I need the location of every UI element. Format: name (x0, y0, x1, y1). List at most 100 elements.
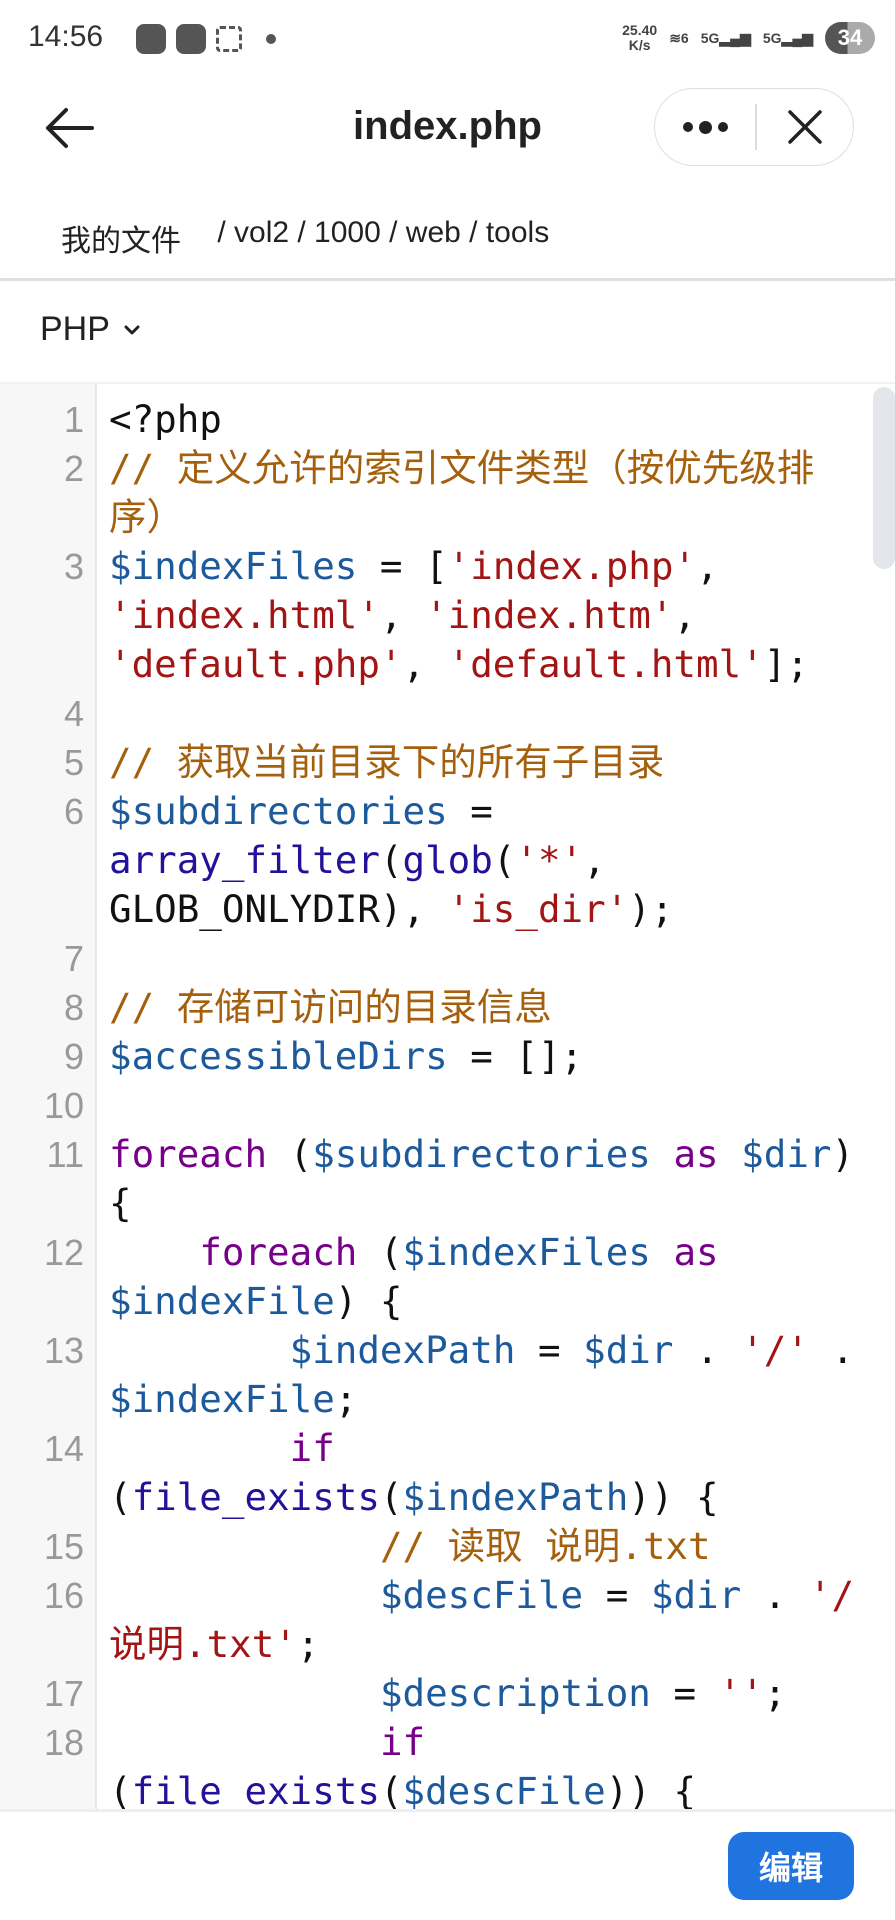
code-token: ; (334, 1377, 358, 1421)
more-button[interactable] (655, 89, 755, 165)
capsule-divider (755, 104, 757, 150)
code-token: $dir (650, 1573, 742, 1617)
code-token: '/' (741, 1328, 809, 1372)
code-token: $dir (583, 1328, 674, 1372)
signal-sim1-icon: 5G▂▄▆ (700, 29, 751, 46)
code-token: ( (379, 838, 403, 882)
code-line: 13 $indexPath = $dir . '/' . $indexFile; (0, 1326, 870, 1424)
battery-icon: 34 (825, 22, 875, 54)
screenshot-notification-icon (216, 26, 242, 52)
breadcrumb-root[interactable]: 我的文件 (61, 225, 181, 258)
line-number: 10 (43, 1085, 84, 1126)
line-number: 7 (63, 938, 84, 979)
code-token: 'index.html' (109, 593, 380, 637)
network-speed-value: 25.40 (622, 22, 658, 38)
code-token: $subdirectories (109, 789, 448, 833)
wifi-icon: ≋6 (669, 29, 689, 46)
code-token: $indexPath (402, 1475, 629, 1519)
breadcrumb-item[interactable]: / web (380, 216, 461, 249)
code-token: ; (763, 1671, 787, 1715)
breadcrumb-item[interactable]: / vol2 (209, 216, 290, 249)
line-number: 11 (46, 1134, 84, 1175)
code-line: 16 $descFile = $dir . '/说明.txt'; (0, 1571, 870, 1669)
code-token: . (741, 1573, 809, 1617)
code-line: 3$indexFiles = ['index.php', 'index.html… (0, 542, 870, 689)
code-line: 6$subdirectories = array_filter(glob('*'… (0, 787, 870, 934)
chevron-down-icon (124, 325, 140, 334)
wifi-label: 6 (680, 29, 689, 46)
code-token: $descFile (379, 1573, 584, 1617)
code-token: $indexFile (109, 1377, 335, 1421)
network-speed-unit: K/s (628, 37, 651, 53)
close-icon (788, 110, 822, 144)
code-token: if (289, 1426, 335, 1470)
app-notification-icon (176, 24, 206, 54)
close-button[interactable] (757, 89, 854, 165)
code-token: ; (296, 1622, 320, 1666)
line-number: 15 (43, 1526, 84, 1567)
language-value: PHP (40, 310, 110, 348)
code-token: ( (109, 1426, 358, 1519)
code-token: // 定义允许的索引文件类型（按优先级排序） (109, 446, 815, 539)
code-token: )) { (628, 1475, 719, 1519)
line-number: 13 (43, 1330, 84, 1371)
code-token: '' (718, 1671, 764, 1715)
code-line: 4 (0, 689, 870, 738)
code-token: ( (379, 1475, 403, 1519)
code-token: '/说明.txt' (109, 1573, 855, 1666)
breadcrumb-item[interactable]: / 1000 (289, 216, 381, 249)
code-line: 7 (0, 934, 870, 983)
code-token: = (447, 789, 516, 833)
code-token: = (650, 1671, 719, 1715)
code-token: ) { (334, 1279, 403, 1323)
line-number: 9 (63, 1036, 84, 1077)
code-token: file_exists (131, 1769, 380, 1809)
edit-button[interactable]: 编辑 (728, 1832, 854, 1900)
code-token: array_filter (109, 838, 380, 882)
code-line: 10 (0, 1081, 870, 1130)
code-line: 18 if (file_exists($descFile)) { (0, 1718, 870, 1809)
code-token: ( (379, 1769, 403, 1809)
code-token: 'index.php' (447, 544, 697, 588)
code-token: $descFile (402, 1769, 606, 1809)
code-token: $subdirectories (312, 1132, 651, 1176)
code-token: 'index.htm' (425, 593, 674, 637)
code-line: 12 foreach ($indexFiles as $indexFile) { (0, 1228, 870, 1326)
language-select[interactable]: PHP (40, 310, 140, 349)
code-token (109, 1426, 290, 1470)
code-token: 'default.php' (109, 642, 403, 686)
code-line: 17 $description = ''; (0, 1669, 870, 1718)
code-token: = [ (357, 544, 448, 588)
scrollbar[interactable] (873, 387, 895, 569)
line-number: 4 (63, 693, 84, 734)
code-token: // 获取当前目录下的所有子目录 (109, 740, 665, 784)
code-token: , (696, 544, 742, 588)
code-token: 'default.html' (447, 642, 764, 686)
code-line: 2// 定义允许的索引文件类型（按优先级排序） (0, 444, 870, 542)
more-dot-icon (698, 120, 712, 134)
code-token: 'is_dir' (447, 887, 629, 931)
code-token: foreach (199, 1230, 358, 1274)
code-token: . (808, 1328, 877, 1372)
code-token: as (673, 1230, 719, 1274)
code-token: glob (402, 838, 493, 882)
code-token: )) { (605, 1769, 697, 1809)
back-button[interactable] (44, 106, 96, 150)
breadcrumb-item[interactable]: / tools (460, 216, 550, 249)
code-token: , (673, 593, 719, 637)
code-token: = []; (447, 1034, 584, 1078)
code-token: // 读取 说明.txt (379, 1524, 711, 1568)
code-token: $accessibleDirs (109, 1034, 448, 1078)
line-number: 16 (43, 1575, 84, 1616)
code-token: , (402, 642, 448, 686)
code-token: ) { (109, 1132, 877, 1225)
code-token: $indexFiles (109, 544, 358, 588)
code-token (109, 1328, 290, 1372)
line-number: 5 (63, 742, 84, 783)
more-notifications-dot-icon (266, 34, 276, 44)
code-token (719, 1132, 742, 1176)
